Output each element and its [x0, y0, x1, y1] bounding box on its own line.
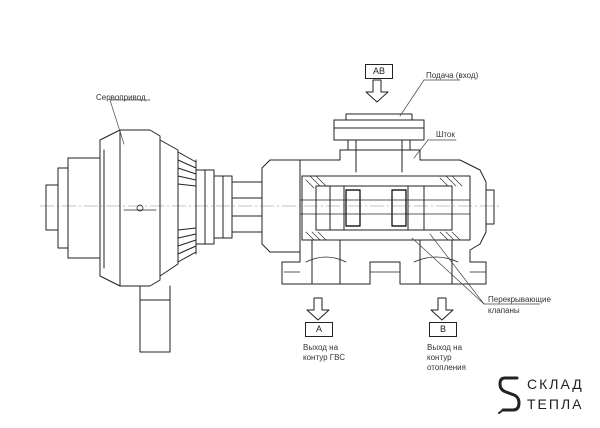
flow-arrow-b [430, 297, 454, 321]
label-actuator: Сервопривод [96, 93, 146, 102]
label-outlet-b-line3: отопления [427, 363, 466, 372]
label-valves-line1: Перекрывающие [488, 295, 551, 304]
logo-line2: ТЕПЛА [527, 396, 584, 412]
label-outlet-b-line1: Выход на [427, 343, 463, 352]
logo-s-icon [498, 376, 521, 414]
brand-logo: СКЛАД ТЕПЛА [497, 372, 597, 418]
flow-arrow-a [306, 297, 330, 321]
label-valves-line2: клапаны [488, 306, 520, 315]
logo-line1: СКЛАД [527, 376, 584, 392]
label-outlet-b-line2: контур [427, 353, 452, 362]
leader-lines [109, 79, 541, 305]
label-outlet-a-line2: контур ГВС [303, 353, 345, 362]
valve-body [261, 113, 495, 285]
port-b-box: B [429, 322, 457, 337]
servo-actuator-body [45, 129, 263, 353]
label-outlet-a-line1: Выход на [303, 343, 339, 352]
port-a-box: A [305, 322, 333, 337]
label-stem: Шток [436, 130, 455, 139]
label-supply: Подача (вход) [426, 71, 479, 80]
port-ab-box: AB [365, 64, 393, 79]
flow-arrow-ab [365, 79, 389, 103]
